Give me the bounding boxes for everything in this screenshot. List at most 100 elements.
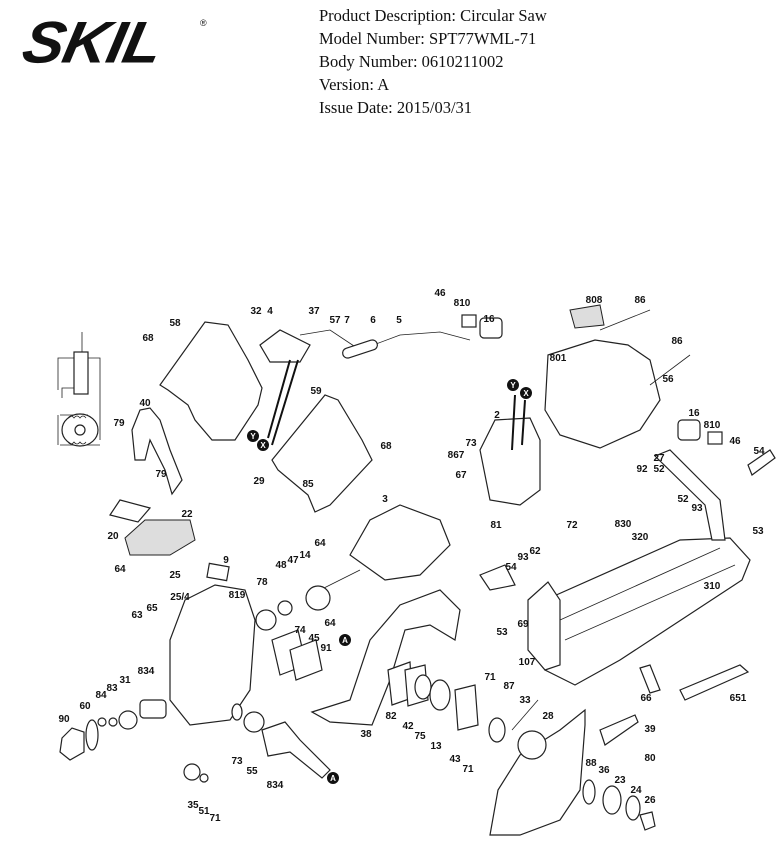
housing-left bbox=[159, 321, 263, 441]
part-label: 79 bbox=[113, 418, 125, 429]
part-label: 66 bbox=[640, 693, 652, 704]
part-label: 310 bbox=[704, 581, 721, 592]
part-label: 46 bbox=[434, 288, 446, 299]
part-label: 26 bbox=[644, 795, 656, 806]
svg-text:Y: Y bbox=[250, 432, 256, 441]
connector-marker-a: A bbox=[327, 772, 339, 784]
part-label: 25/4 bbox=[170, 592, 190, 603]
part-label: 91 bbox=[320, 643, 332, 654]
part-label: 64 bbox=[114, 564, 126, 575]
svg-text:Y: Y bbox=[510, 381, 516, 390]
part-label: 2 bbox=[494, 410, 500, 421]
part-label: 16 bbox=[688, 408, 700, 419]
part-label: 73 bbox=[465, 438, 477, 449]
part-label: 24 bbox=[630, 785, 642, 796]
part-label: 13 bbox=[430, 741, 442, 752]
part-label: 29 bbox=[253, 476, 265, 487]
part-label: 320 bbox=[632, 532, 649, 543]
part-label: 23 bbox=[614, 775, 626, 786]
part-label: 808 bbox=[586, 295, 603, 306]
connector-marker-y: Y bbox=[507, 379, 519, 391]
part-label: 55 bbox=[246, 766, 258, 777]
part-label: 65 bbox=[146, 603, 158, 614]
part-label: 36 bbox=[598, 765, 610, 776]
part-label: 38 bbox=[360, 729, 372, 740]
part-label: 87 bbox=[503, 681, 515, 692]
part-label: 830 bbox=[615, 519, 632, 530]
part-label: 22 bbox=[181, 509, 193, 520]
body-number: Body Number: 0610211002 bbox=[319, 52, 504, 71]
housing-right bbox=[271, 394, 373, 513]
part-label: 47 bbox=[287, 555, 299, 566]
model-number: Model Number: SPT77WML-71 bbox=[319, 29, 537, 48]
part-label: 31 bbox=[119, 675, 131, 686]
part-label: 54 bbox=[505, 562, 517, 573]
part-label: 39 bbox=[644, 724, 656, 735]
part-label: 53 bbox=[496, 627, 508, 638]
part-label: 83 bbox=[106, 683, 118, 694]
part-label: 5 bbox=[396, 315, 402, 326]
part-label: 56 bbox=[662, 374, 674, 385]
part-label: 52 bbox=[653, 464, 665, 475]
part-label: 53 bbox=[752, 526, 764, 537]
version: Version: A bbox=[319, 75, 390, 94]
part-label: 16 bbox=[483, 314, 495, 325]
part-label: 74 bbox=[294, 625, 306, 636]
svg-text:A: A bbox=[342, 636, 348, 645]
part-label: 46 bbox=[729, 436, 741, 447]
part-label: 834 bbox=[267, 780, 284, 791]
part-label: 88 bbox=[585, 758, 597, 769]
part-label: 27 bbox=[653, 453, 665, 464]
part-label: 33 bbox=[519, 695, 531, 706]
part-label: 107 bbox=[519, 657, 536, 668]
part-label: 58 bbox=[169, 318, 181, 329]
product-info: Product Description: Circular Saw Model … bbox=[319, 4, 547, 119]
part-label: 62 bbox=[529, 546, 541, 557]
part-label: 43 bbox=[449, 754, 461, 765]
part-label: 35 bbox=[187, 800, 199, 811]
svg-text:A: A bbox=[330, 774, 336, 783]
part-label: 867 bbox=[448, 450, 465, 461]
part-label: 651 bbox=[730, 693, 747, 704]
part-label: 48 bbox=[275, 560, 287, 571]
wiring-schematic bbox=[57, 332, 101, 447]
part-label: 45 bbox=[308, 633, 320, 644]
part-label: 9 bbox=[223, 555, 229, 566]
part-label: 6 bbox=[370, 315, 376, 326]
part-label: 834 bbox=[138, 666, 155, 677]
svg-text:X: X bbox=[260, 441, 266, 450]
part-label: 28 bbox=[542, 711, 554, 722]
part-label: 37 bbox=[308, 306, 320, 317]
part-label: 85 bbox=[302, 479, 314, 490]
part-label: 801 bbox=[550, 353, 567, 364]
part-label: 73 bbox=[231, 756, 243, 767]
part-label: 63 bbox=[131, 610, 143, 621]
part-label: 80 bbox=[644, 753, 656, 764]
part-label: 7 bbox=[344, 315, 350, 326]
part-drawings bbox=[57, 304, 776, 836]
part-label: 64 bbox=[314, 538, 326, 549]
connector-marker-a: A bbox=[339, 634, 351, 646]
part-label: 14 bbox=[299, 550, 311, 561]
connector-marker-y: Y bbox=[247, 430, 259, 442]
part-label: 68 bbox=[142, 333, 154, 344]
part-label: 4 bbox=[267, 306, 273, 317]
part-label: 81 bbox=[490, 520, 502, 531]
part-label: 3 bbox=[382, 494, 388, 505]
part-label: 90 bbox=[58, 714, 70, 725]
part-label: 819 bbox=[229, 590, 246, 601]
lower-guard bbox=[489, 708, 586, 836]
part-label: 67 bbox=[455, 470, 467, 481]
part-label: 57 bbox=[329, 315, 341, 326]
part-label: 810 bbox=[454, 298, 471, 309]
part-label: 72 bbox=[566, 520, 578, 531]
part-label: 71 bbox=[462, 764, 474, 775]
part-label: 54 bbox=[753, 446, 765, 457]
part-label: 71 bbox=[484, 672, 496, 683]
connector-marker-x: X bbox=[520, 387, 532, 399]
part-label: 92 bbox=[636, 464, 648, 475]
registered-mark: ® bbox=[200, 18, 207, 28]
part-label: 64 bbox=[324, 618, 336, 629]
